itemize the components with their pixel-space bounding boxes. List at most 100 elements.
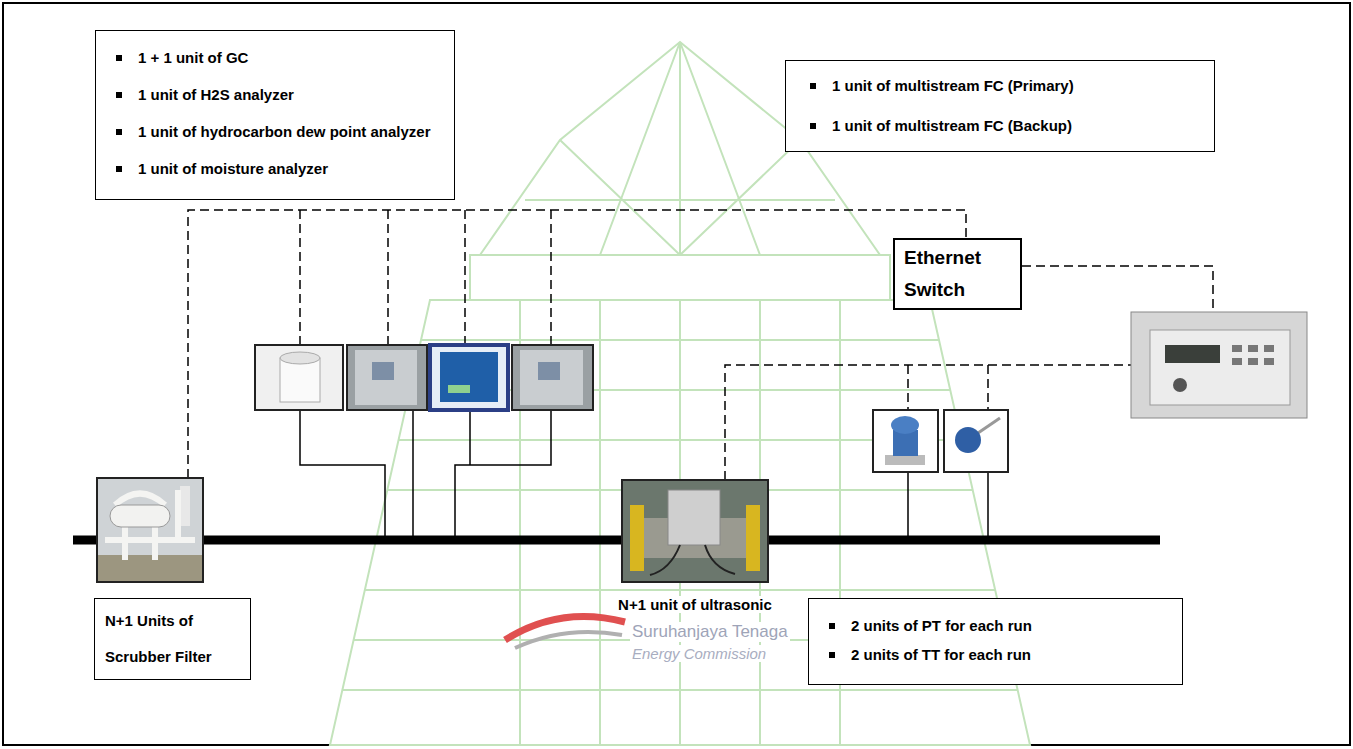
item-text: 2 units of TT for each run	[851, 646, 1031, 663]
flow-computer-photo	[1131, 312, 1307, 418]
list-item: 1 unit of hydrocarbon dew point analyzer	[116, 113, 434, 150]
computer-key	[1232, 358, 1242, 365]
photo-ground	[430, 345, 508, 410]
dashed-data-wires	[188, 210, 1213, 480]
bullet-marker	[810, 83, 816, 89]
moisture-analyzer-photo	[512, 345, 593, 410]
analyzer-cabinet	[520, 350, 583, 405]
watermark-portico	[470, 255, 890, 300]
list-item: 2 units of PT for each run	[829, 611, 1162, 640]
computer-key	[1264, 345, 1274, 352]
h2s-analyzer-photo	[347, 345, 427, 410]
item-text: N+1 Units of Scrubber Filter	[105, 612, 212, 665]
scrubber-pipes	[105, 490, 195, 560]
transmitter-head	[955, 427, 981, 453]
list-item: N+1 Units of Scrubber Filter	[105, 603, 240, 675]
scrubber-box: N+1 Units of Scrubber Filter	[94, 598, 251, 680]
item-text: 1 + 1 unit of GC	[138, 49, 248, 66]
photo-ground	[622, 480, 768, 582]
gc-top	[280, 352, 320, 364]
computer-key	[1248, 345, 1258, 352]
photo-ground	[944, 410, 1008, 472]
photo-frame	[1131, 312, 1307, 418]
analyzer-unit	[372, 362, 394, 380]
photo-frame	[97, 478, 203, 582]
photo-ground	[512, 345, 593, 410]
equipment-label: N+1 unit of ultrasonic	[616, 596, 774, 613]
watermark-text: Suruhanjaya Tenaga	[630, 622, 790, 642]
gas-pipeline	[73, 536, 1160, 545]
watermark-logo	[505, 616, 625, 648]
photo-frame	[622, 480, 768, 582]
transmitter-list-box: 2 units of PT for each run 2 units of TT …	[808, 598, 1183, 685]
temperature-transmitter-photo	[944, 410, 1008, 472]
equipment-list-box: 1 + 1 unit of GC 1 unit of H2S analyzer 1 …	[95, 30, 455, 200]
sample-line	[455, 410, 551, 536]
sample-line	[412, 410, 414, 536]
data-wire	[1022, 266, 1213, 312]
analyzer-display	[448, 385, 470, 393]
list-item: 1 + 1 unit of GC	[116, 39, 434, 76]
bullet-marker	[810, 123, 816, 129]
pressure-transmitter-photo	[873, 410, 938, 472]
item-text: 2 units of PT for each run	[851, 617, 1032, 634]
item-text: 1 unit of H2S analyzer	[138, 86, 294, 103]
meter-flange	[746, 505, 760, 571]
photo-sky	[97, 478, 203, 582]
photo-frame	[512, 345, 593, 410]
photo-ground	[1131, 312, 1307, 418]
list-item: 1 unit of multistream FC (Backup)	[810, 106, 1194, 146]
photo-ground	[347, 345, 427, 410]
transmitter-manifold	[885, 455, 925, 465]
list-item: 2 units of TT for each run	[829, 640, 1162, 669]
photo-frame	[873, 410, 938, 472]
figure-frame	[3, 3, 1350, 745]
item-text: 1 unit of multistream FC (Backup)	[832, 117, 1072, 134]
flow-computer-list-box: 1 unit of multistream FC (Primary) 1 unit…	[785, 60, 1215, 152]
item-text: 1 unit of moisture analyzer	[138, 160, 328, 177]
data-wire	[300, 210, 551, 345]
data-wire	[188, 210, 966, 478]
photo-ground	[255, 345, 343, 410]
computer-body	[1150, 330, 1290, 405]
vessel-tower	[180, 486, 190, 526]
ultrasonic-meter-photo	[622, 480, 768, 582]
dew-point-analyzer-photo	[430, 345, 508, 410]
switch-box: Ethernet Switch	[893, 238, 1022, 310]
computer-display	[1165, 345, 1220, 363]
transmitter-probe	[978, 418, 1000, 433]
meter-cable	[650, 545, 735, 575]
sample-line	[469, 410, 471, 465]
logo-swoosh-red	[505, 616, 625, 640]
gc-photo	[255, 345, 343, 410]
scrubber-vessel	[110, 505, 170, 527]
computer-key	[1248, 358, 1258, 365]
list-item: Ethernet Switch	[904, 242, 1011, 306]
list-item: 1 unit of H2S analyzer	[116, 76, 434, 113]
photo-frame	[430, 345, 508, 410]
item-text: Ethernet Switch	[904, 247, 981, 300]
photo-frame	[944, 410, 1008, 472]
bullet-marker	[829, 652, 835, 658]
item-text: 1 unit of multistream FC (Primary)	[832, 77, 1074, 94]
photo-frame	[347, 345, 427, 410]
bullet-marker	[116, 55, 122, 61]
photo-frame	[255, 345, 343, 410]
transmitter-head	[891, 416, 919, 434]
photo-ground	[97, 555, 203, 582]
item-text: 1 unit of hydrocarbon dew point analyzer	[138, 123, 431, 140]
computer-knob	[1173, 378, 1187, 392]
scrubber-photo	[97, 478, 203, 582]
list-item: 1 unit of multistream FC (Primary)	[810, 66, 1194, 106]
logo-swoosh-grey	[515, 632, 622, 648]
list-item: 1 unit of moisture analyzer	[116, 150, 434, 187]
photo-ground	[873, 410, 938, 472]
bullet-marker	[829, 623, 835, 629]
analyzer-cabinet	[355, 350, 417, 405]
transmitter-line	[908, 472, 988, 536]
watermark-text: Energy Commission	[630, 645, 768, 662]
computer-key	[1232, 345, 1242, 352]
bullet-marker	[116, 166, 122, 172]
gc-body	[280, 358, 320, 402]
